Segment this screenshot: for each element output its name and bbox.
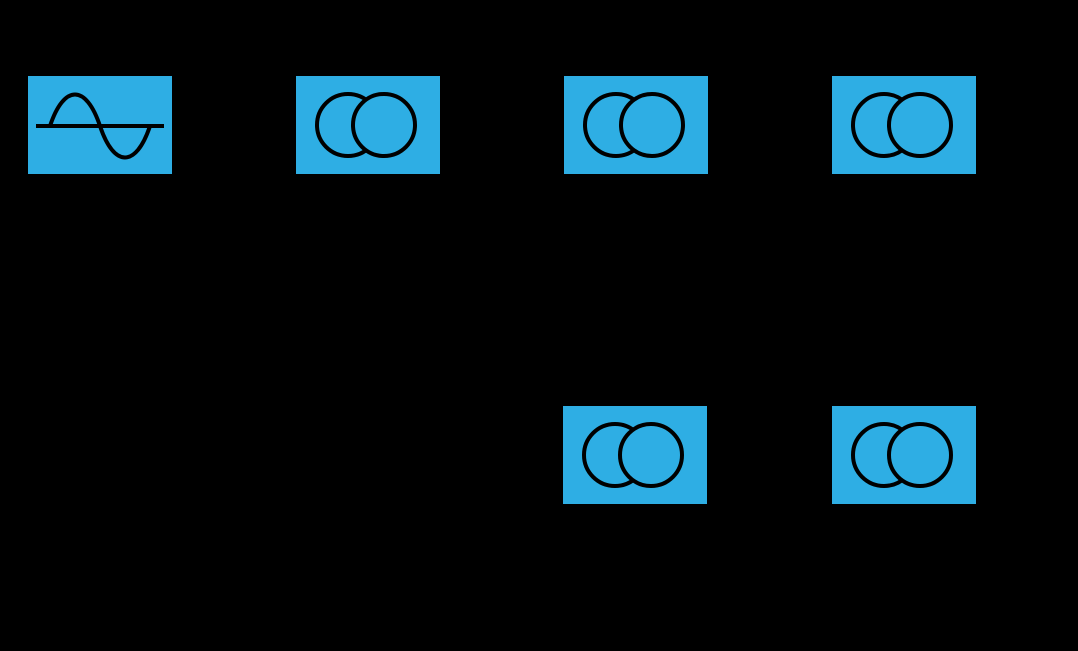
transformer-icon xyxy=(563,406,707,504)
transformer-block-2 xyxy=(564,76,708,174)
transformer-icon xyxy=(296,76,440,174)
transformer-block-1 xyxy=(296,76,440,174)
transformer-icon xyxy=(832,76,976,174)
transformer-block-3 xyxy=(832,76,976,174)
transformer-icon xyxy=(564,76,708,174)
transformer-block-5 xyxy=(832,406,976,504)
generator-block xyxy=(28,76,172,174)
transformer-icon xyxy=(832,406,976,504)
sine-wave-icon xyxy=(28,76,172,174)
transformer-block-4 xyxy=(563,406,707,504)
